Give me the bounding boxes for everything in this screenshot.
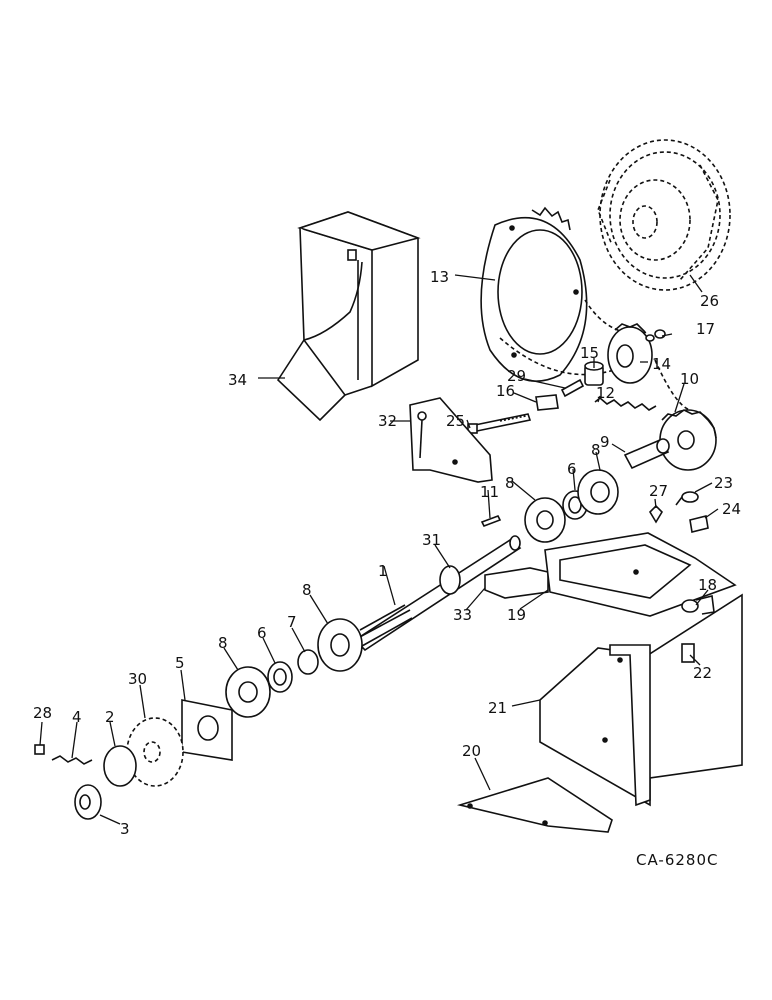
bracket-part-24 [689,515,709,533]
key-part-11 [480,514,502,528]
callout-31: 31 [422,531,441,549]
washer-part-7 [297,649,319,675]
callout-8-lower-left: 8 [218,634,228,652]
clip-part-27 [648,504,664,524]
bearing-part-6-lower [267,661,293,693]
chain-link-part-4 [51,755,93,765]
callout-33: 33 [453,606,472,624]
plate-part-5 [181,699,233,761]
callout-15: 15 [580,344,599,362]
pin-part-29 [560,378,585,398]
flange-part-8-upper-left [524,497,566,543]
plate-part-16 [535,394,559,411]
dashed-sheave-part-26 [597,139,731,291]
callout-6-lower: 6 [257,624,267,642]
bolt-part-25 [467,413,532,434]
callout-22: 22 [693,664,712,682]
callout-4: 4 [72,708,82,726]
tray-part-19 [544,532,737,617]
callout-8-lower-right: 8 [302,581,312,599]
callout-1: 1 [378,562,388,580]
tube-part-9 [623,438,670,470]
callout-21: 21 [488,699,507,717]
callout-14: 14 [652,355,671,373]
callout-8-upper-left: 8 [505,474,515,492]
latch-part-22 [681,643,695,663]
figure-code: CA-6280C [636,851,718,869]
callout-2: 2 [105,708,115,726]
callout-20: 20 [462,742,481,760]
callout-25: 25 [446,412,465,430]
callout-34: 34 [228,371,247,389]
large-sprocket-part-13 [480,206,588,382]
callout-10: 10 [680,370,699,388]
frame-part-21 [539,593,743,807]
callout-18: 18 [698,576,717,594]
leader-lines [39,274,719,825]
latch-part-18 [681,595,715,615]
flange-part-8-upper-right [577,469,619,515]
callout-5: 5 [175,654,185,672]
sprocket-part-14 [607,323,653,384]
callout-17: 17 [696,320,715,338]
sprocket-part-10 [659,409,717,471]
callout-6-upper: 6 [567,460,577,478]
sprocket-part-2 [103,745,137,787]
plate-part-20 [456,777,613,833]
callout-30: 30 [128,670,147,688]
fastener-part-28 [34,744,45,755]
callout-32: 32 [378,412,397,430]
callout-24: 24 [722,500,741,518]
callout-9: 9 [600,433,610,451]
callout-3: 3 [120,820,130,838]
callout-27: 27 [649,482,668,500]
latch-part-23 [675,491,699,506]
chain-section-part-12 [594,396,657,411]
callout-8-upper-right: 8 [591,441,601,459]
bracket-part-32 [409,397,493,483]
collar-part-31 [439,565,461,595]
bracket-part-33 [484,567,549,599]
callout-19: 19 [507,606,526,624]
hub-part-3 [74,784,102,820]
callout-7: 7 [287,613,297,631]
callout-16: 16 [496,382,515,400]
callout-12: 12 [596,384,615,402]
flange-part-8-lower-right [317,618,363,672]
callout-26: 26 [700,292,719,310]
callout-29: 29 [507,367,526,385]
callout-13: 13 [430,268,449,286]
shaft-part-1 [353,535,522,652]
callout-labels: 34 13 26 17 15 14 29 16 10 12 32 25 9 6 … [33,268,741,838]
flange-part-8-lower-left [225,666,271,718]
drive-chain [499,299,691,411]
sprocket-part-30 [126,717,184,787]
callout-11: 11 [480,483,499,501]
callout-28: 28 [33,704,52,722]
callout-23: 23 [714,474,733,492]
shield-part-34 [276,211,421,422]
